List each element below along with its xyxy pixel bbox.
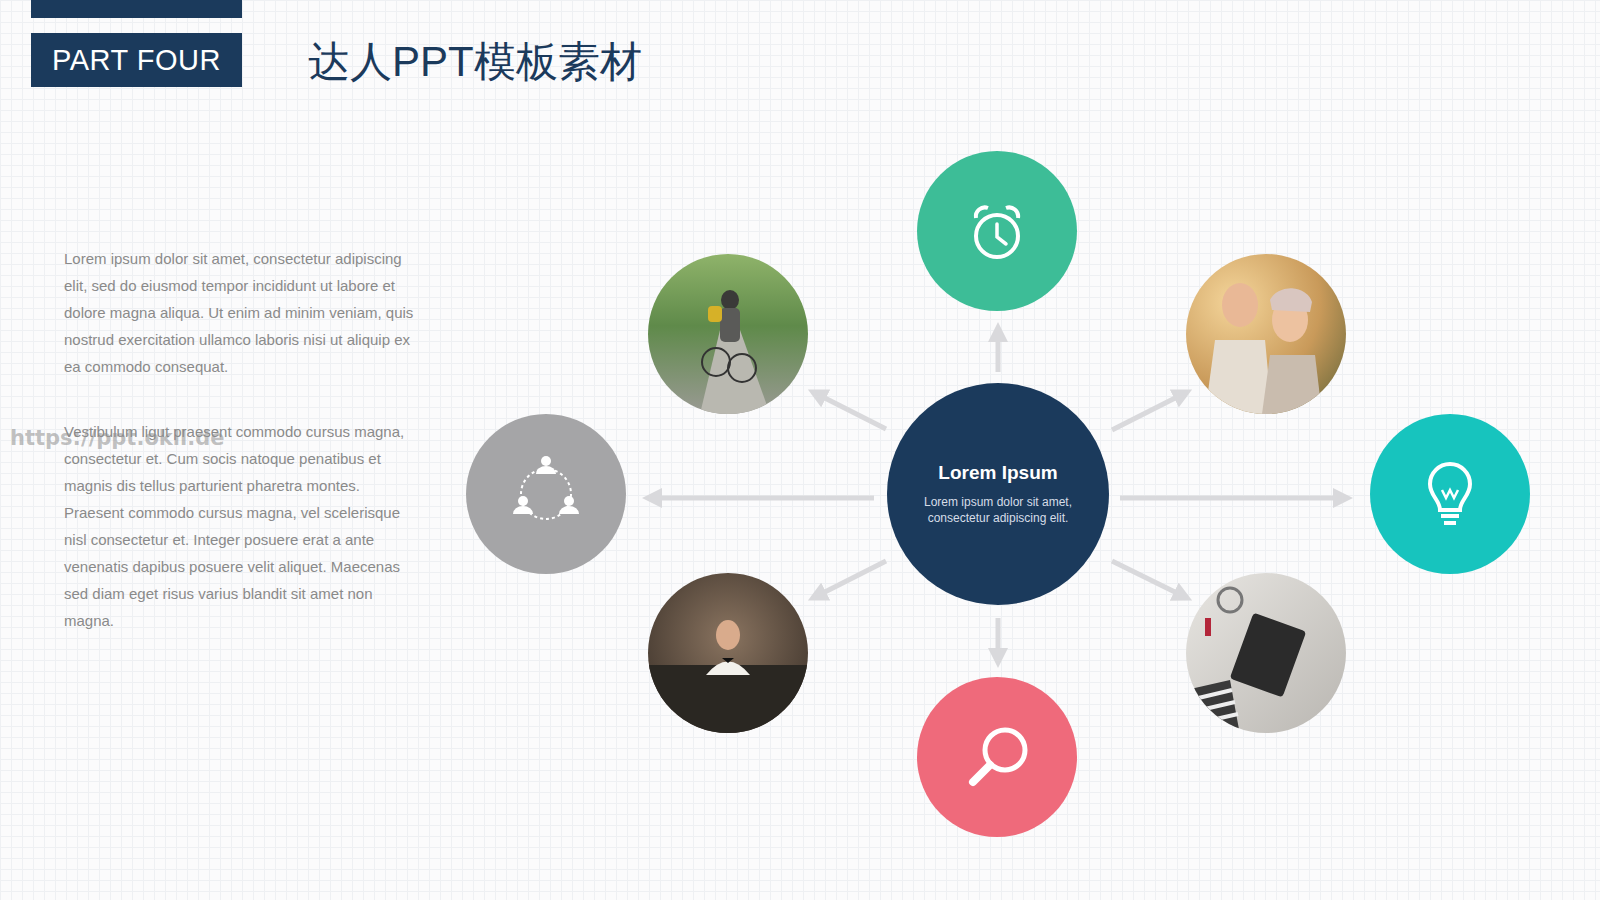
person-body — [559, 506, 579, 514]
photo-tablet — [1230, 613, 1307, 698]
search-icon-circle — [917, 677, 1077, 837]
body-paragraph: Vestibulum ligut praesent commodo cursus… — [64, 418, 416, 634]
person-body — [536, 466, 556, 474]
photo-bg — [1186, 254, 1346, 414]
photo-man-water — [648, 573, 808, 735]
icon-circle — [466, 414, 626, 574]
photo-figure — [721, 290, 739, 310]
photo-shirt — [1205, 340, 1272, 414]
header-bar — [31, 0, 242, 18]
node-heading: PART FOUR — [52, 44, 221, 77]
clock-icon-circle — [917, 151, 1077, 311]
photo-figure — [720, 308, 740, 342]
arrow — [815, 393, 886, 429]
person-head — [518, 496, 528, 506]
photo-face — [716, 620, 740, 650]
body-paragraph: Lorem ipsum dolor sit amet, consectetur … — [64, 245, 416, 380]
icon-circle — [1370, 414, 1530, 574]
arrow — [996, 330, 1001, 372]
arrow — [650, 496, 874, 501]
photo-water — [648, 665, 808, 735]
clock-hands — [997, 224, 1006, 244]
circle-outline — [887, 383, 1109, 605]
bulb-base — [1444, 521, 1456, 525]
slide-title: 达人PPT模板素材 — [308, 34, 642, 90]
photo-lipstick — [1205, 618, 1211, 636]
person-body — [513, 506, 533, 514]
photo-wheel — [728, 354, 756, 382]
bulb-icon-circle — [1370, 414, 1530, 574]
arrow — [815, 561, 886, 597]
arrow — [1120, 496, 1345, 501]
photo-wheel — [702, 348, 730, 376]
photo-shirt — [706, 662, 750, 676]
photo-face — [1222, 283, 1258, 327]
photo-friends — [1186, 254, 1346, 414]
node-body: Lorem ipsum dolor sit amet, consectetur … — [918, 494, 1078, 526]
part-label-box: PART FOUR — [31, 33, 242, 87]
photo-stripes — [1190, 690, 1238, 724]
person-head — [541, 456, 551, 466]
photo-path — [700, 330, 770, 414]
photo-desk — [1186, 573, 1346, 735]
center-circle: Lorem IpsumLorem ipsum dolor sit amet, c… — [887, 383, 1109, 605]
bulb-filament — [1442, 490, 1458, 498]
node-heading: Lorem Ipsum — [938, 462, 1057, 484]
photo-jewelry — [1218, 588, 1242, 612]
photo-cyclist — [648, 254, 808, 414]
icon-circle — [917, 677, 1077, 837]
arrow — [996, 618, 1001, 660]
clock-face — [976, 215, 1018, 257]
photo-bowtie — [722, 658, 734, 663]
photo-bag — [708, 306, 722, 322]
lens-handle — [973, 765, 990, 782]
person-head — [564, 496, 574, 506]
bulb-shape — [1430, 464, 1470, 510]
photo-shirt — [1262, 355, 1322, 414]
arrow — [1112, 393, 1185, 430]
person-icons — [513, 456, 579, 514]
arrow — [1112, 561, 1185, 597]
photo-bg — [648, 254, 808, 414]
watermark: https://ppt.okll.de — [10, 426, 224, 450]
photo-bg — [1186, 573, 1346, 733]
bulb-base — [1441, 514, 1459, 518]
icon-circle — [917, 151, 1077, 311]
clock-bell — [1006, 207, 1018, 218]
network-icon-circle — [466, 414, 626, 574]
clock-bell — [976, 207, 988, 218]
photo-hat — [1270, 288, 1312, 312]
photo-scarf — [1186, 680, 1240, 735]
circle-shape — [887, 383, 1109, 605]
